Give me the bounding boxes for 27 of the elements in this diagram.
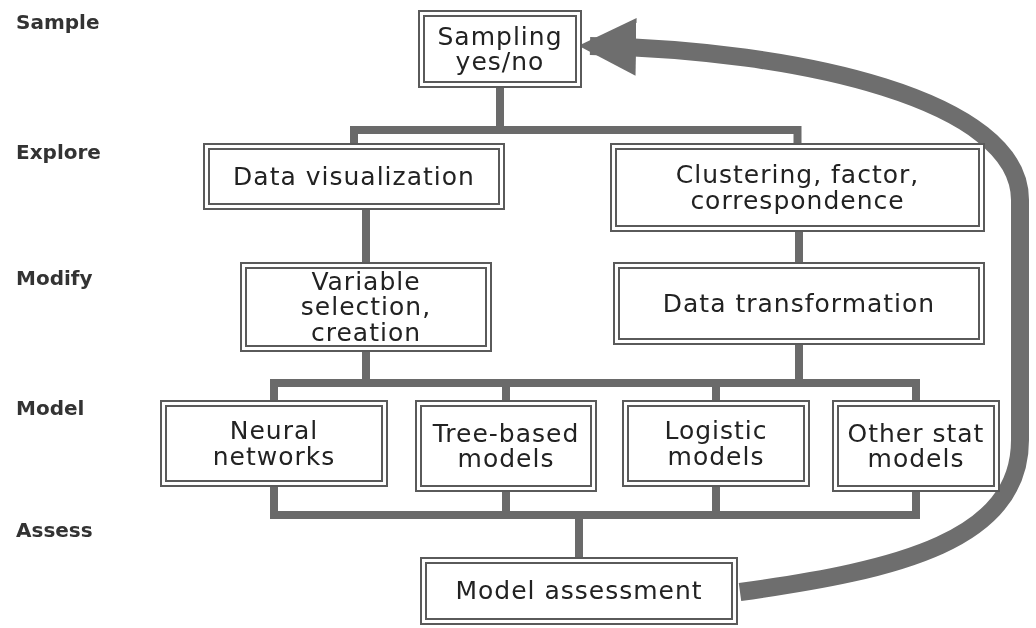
- stage-label: Sample: [16, 10, 100, 34]
- box-label: Model assessment: [455, 578, 703, 604]
- process-box: [420, 557, 738, 625]
- stage-label: Modify: [16, 266, 93, 290]
- process-box: [832, 400, 1000, 492]
- connector-pipe: [795, 232, 803, 262]
- process-box: [240, 262, 492, 352]
- process-box: [622, 400, 810, 487]
- process-box: [613, 262, 985, 345]
- box-label: Tree-based models: [431, 420, 581, 472]
- stage-label: Explore: [16, 140, 101, 164]
- box-label: Clustering, factor, correspondence: [674, 162, 921, 213]
- stage-label: Assess: [16, 518, 93, 542]
- box-label: Other stat models: [846, 420, 986, 472]
- box-label: Data visualization: [233, 163, 475, 190]
- process-box: [415, 400, 597, 492]
- box-label: Variable selection, creation: [299, 268, 433, 346]
- connector-pipe: [362, 210, 370, 262]
- box-label: Data transformation: [662, 290, 936, 317]
- box-label: Logistic models: [663, 418, 769, 469]
- process-box: [160, 400, 388, 487]
- process-box: [203, 143, 505, 210]
- box-label: Sampling yes/no: [436, 23, 564, 75]
- stage-label: Model: [16, 396, 85, 420]
- process-box: [610, 143, 985, 232]
- box-label: Neural networks: [211, 418, 337, 469]
- process-box: [418, 10, 582, 88]
